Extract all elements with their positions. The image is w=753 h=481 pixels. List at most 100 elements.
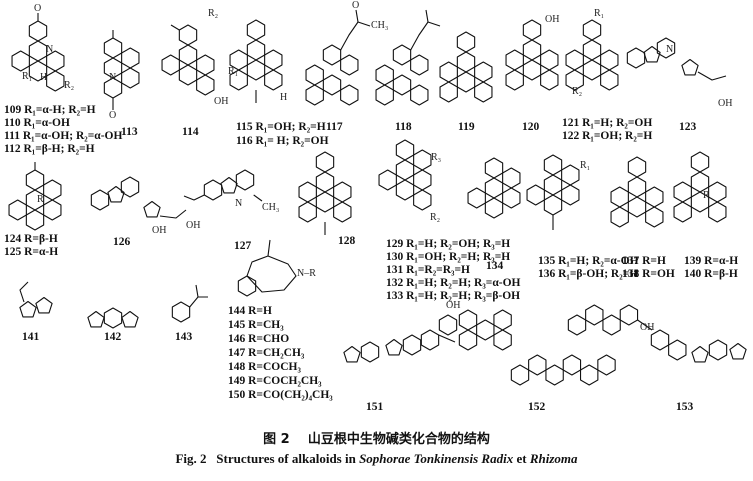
compound-label-139: 139 R=α-H xyxy=(684,255,739,267)
compound-label-128: 128 xyxy=(338,235,356,247)
compound-label-151: 151 xyxy=(366,401,384,413)
structure-152 xyxy=(510,354,616,386)
compound-label-133: 133 R₁=H; R₂=H; R₃=β-OH xyxy=(386,290,521,302)
atom-label: R₁ xyxy=(580,160,591,171)
atom-label: OH xyxy=(640,322,655,333)
compound-label-134: 134 xyxy=(486,260,504,272)
structure-117 xyxy=(305,9,371,106)
compound-label-109: 109 R₁=α-H; R₂=H xyxy=(4,104,96,116)
compound-label-153: 153 xyxy=(676,401,694,413)
atom-label: OH xyxy=(214,96,229,107)
caption-en-prefix: Structures of alkaloids in xyxy=(216,451,356,466)
structure-142 xyxy=(87,307,139,329)
compound-label-130: 130 R₁=OH; R₂=H; R₃=H xyxy=(386,251,511,263)
compound-label-127: 127 xyxy=(234,240,252,252)
compound-label-147: 147 R=CH₂CH₃ xyxy=(228,347,305,359)
compound-label-132: 132 R₁=H; R₂=H; R₃=α-OH xyxy=(386,277,521,289)
structure-109-112 xyxy=(11,13,65,92)
compound-label-146: 146 R=CHO xyxy=(228,333,290,345)
structure-128 xyxy=(298,151,352,235)
atom-label: N xyxy=(46,44,54,55)
compound-label-144: 144 R=H xyxy=(228,305,272,317)
atom-label: R xyxy=(703,190,710,201)
compound-label-115: 115 R₁=OH; R₂=H xyxy=(236,121,326,133)
atom-label: R₁ xyxy=(594,8,605,19)
atom-label: R₁ xyxy=(228,66,239,77)
caption-en-species-1: Sophorae Tonkinensis Radix xyxy=(359,451,514,466)
compound-label-140: 140 R=β-H xyxy=(684,268,738,280)
atom-label: CH₃ xyxy=(262,202,280,213)
structure-119 xyxy=(439,31,493,103)
structure-144-150 xyxy=(237,239,297,297)
caption-cn-title: 山豆根中生物碱类化合物的结构 xyxy=(307,432,490,447)
compound-label-121: 121 R₁=H; R₂=OH xyxy=(562,117,653,129)
compound-label-126: 126 xyxy=(113,236,131,248)
atom-label: O xyxy=(352,0,360,11)
compound-label-142: 142 xyxy=(104,331,122,343)
atom-label: N–R xyxy=(297,268,316,279)
atom-label: OH xyxy=(152,225,167,236)
compound-label-145: 145 R=CH₃ xyxy=(228,319,284,331)
structure-151 xyxy=(343,309,512,363)
compound-label-124: 124 R=β-H xyxy=(4,233,58,245)
atom-label: N xyxy=(109,72,117,83)
compound-label-113: 113 xyxy=(121,126,138,138)
compound-label-152: 152 xyxy=(528,401,546,413)
atom-label: H xyxy=(280,92,288,103)
structure-135-136 xyxy=(526,154,580,230)
structure-129-133 xyxy=(378,139,432,211)
structure-121-122 xyxy=(565,19,619,91)
figure-caption-english: Fig. 2 Structures of alkaloids in Sophor… xyxy=(0,451,753,467)
compound-label-114: 114 xyxy=(182,126,199,138)
atom-label: R₁ xyxy=(22,71,33,82)
structure-124-125 xyxy=(8,162,62,231)
atom-label: R₂ xyxy=(208,8,219,19)
compound-label-117: 117 xyxy=(326,121,343,133)
structure-126 xyxy=(90,176,187,219)
compound-label-123: 123 xyxy=(679,121,697,133)
structure-113 xyxy=(103,30,140,110)
atom-label: R xyxy=(37,194,44,205)
atom-label: OH xyxy=(545,14,560,25)
compound-label-125: 125 R=α-H xyxy=(4,246,59,258)
structure-143 xyxy=(171,284,208,323)
atom-label: CH₃ xyxy=(371,20,389,31)
structure-137-138 xyxy=(610,156,664,228)
compound-label-143: 143 xyxy=(175,331,193,343)
atom-label: OH xyxy=(446,300,461,311)
compound-label-149: 149 R=COCH₂CH₃ xyxy=(228,375,322,387)
compound-label-135: 135 R₁=H; R₂=α-OH xyxy=(538,255,639,267)
atom-label: OH xyxy=(186,220,201,231)
atom-label: R₂ xyxy=(572,86,583,97)
atom-label: H xyxy=(40,72,48,83)
compound-label-111: 111 R₁=α-OH; R₂=α-OH xyxy=(4,130,123,142)
atom-label: R₂ xyxy=(430,212,441,223)
caption-cn-fig: 图 2 xyxy=(263,432,290,447)
compound-label-136: 136 R₁=β-OH; R₂=H xyxy=(538,268,639,280)
figure-caption-chinese: 图 2 山豆根中生物碱类化合物的结构 xyxy=(0,428,753,447)
structure-123 xyxy=(626,37,727,81)
structure-114 xyxy=(161,24,215,96)
compound-label-112: 112 R₁=β-H; R₂=H xyxy=(4,143,95,155)
atom-label: N xyxy=(235,198,243,209)
structure-153 xyxy=(567,304,747,363)
compound-label-150: 150 R=CO(CH₂)₄CH₃ xyxy=(228,389,333,401)
atom-label: O xyxy=(109,110,117,121)
compound-label-129: 129 R₁=H; R₂=OH; R₃=H xyxy=(386,238,511,250)
compound-label-119: 119 xyxy=(458,121,475,133)
caption-en-fig: Fig. 2 xyxy=(175,451,207,466)
compound-label-138: 138 R=OH xyxy=(622,268,675,280)
atom-label: R₂ xyxy=(64,80,75,91)
compound-label-118: 118 xyxy=(395,121,412,133)
atom-label: R₃ xyxy=(431,152,442,163)
atom-label: O xyxy=(34,3,42,14)
compound-label-110: 110 R₁=α-OH xyxy=(4,117,70,129)
caption-en-mid: et xyxy=(516,451,527,466)
structure-127 xyxy=(183,169,263,202)
atom-label: N xyxy=(666,44,674,55)
structure-115-116 xyxy=(229,19,283,103)
compound-label-131: 131 R₁=R₂=R₃=H xyxy=(386,264,470,276)
compound-label-122: 122 R₁=OH; R₂=H xyxy=(562,130,653,142)
structure-141 xyxy=(19,281,53,318)
structure-139-140 xyxy=(673,151,727,223)
